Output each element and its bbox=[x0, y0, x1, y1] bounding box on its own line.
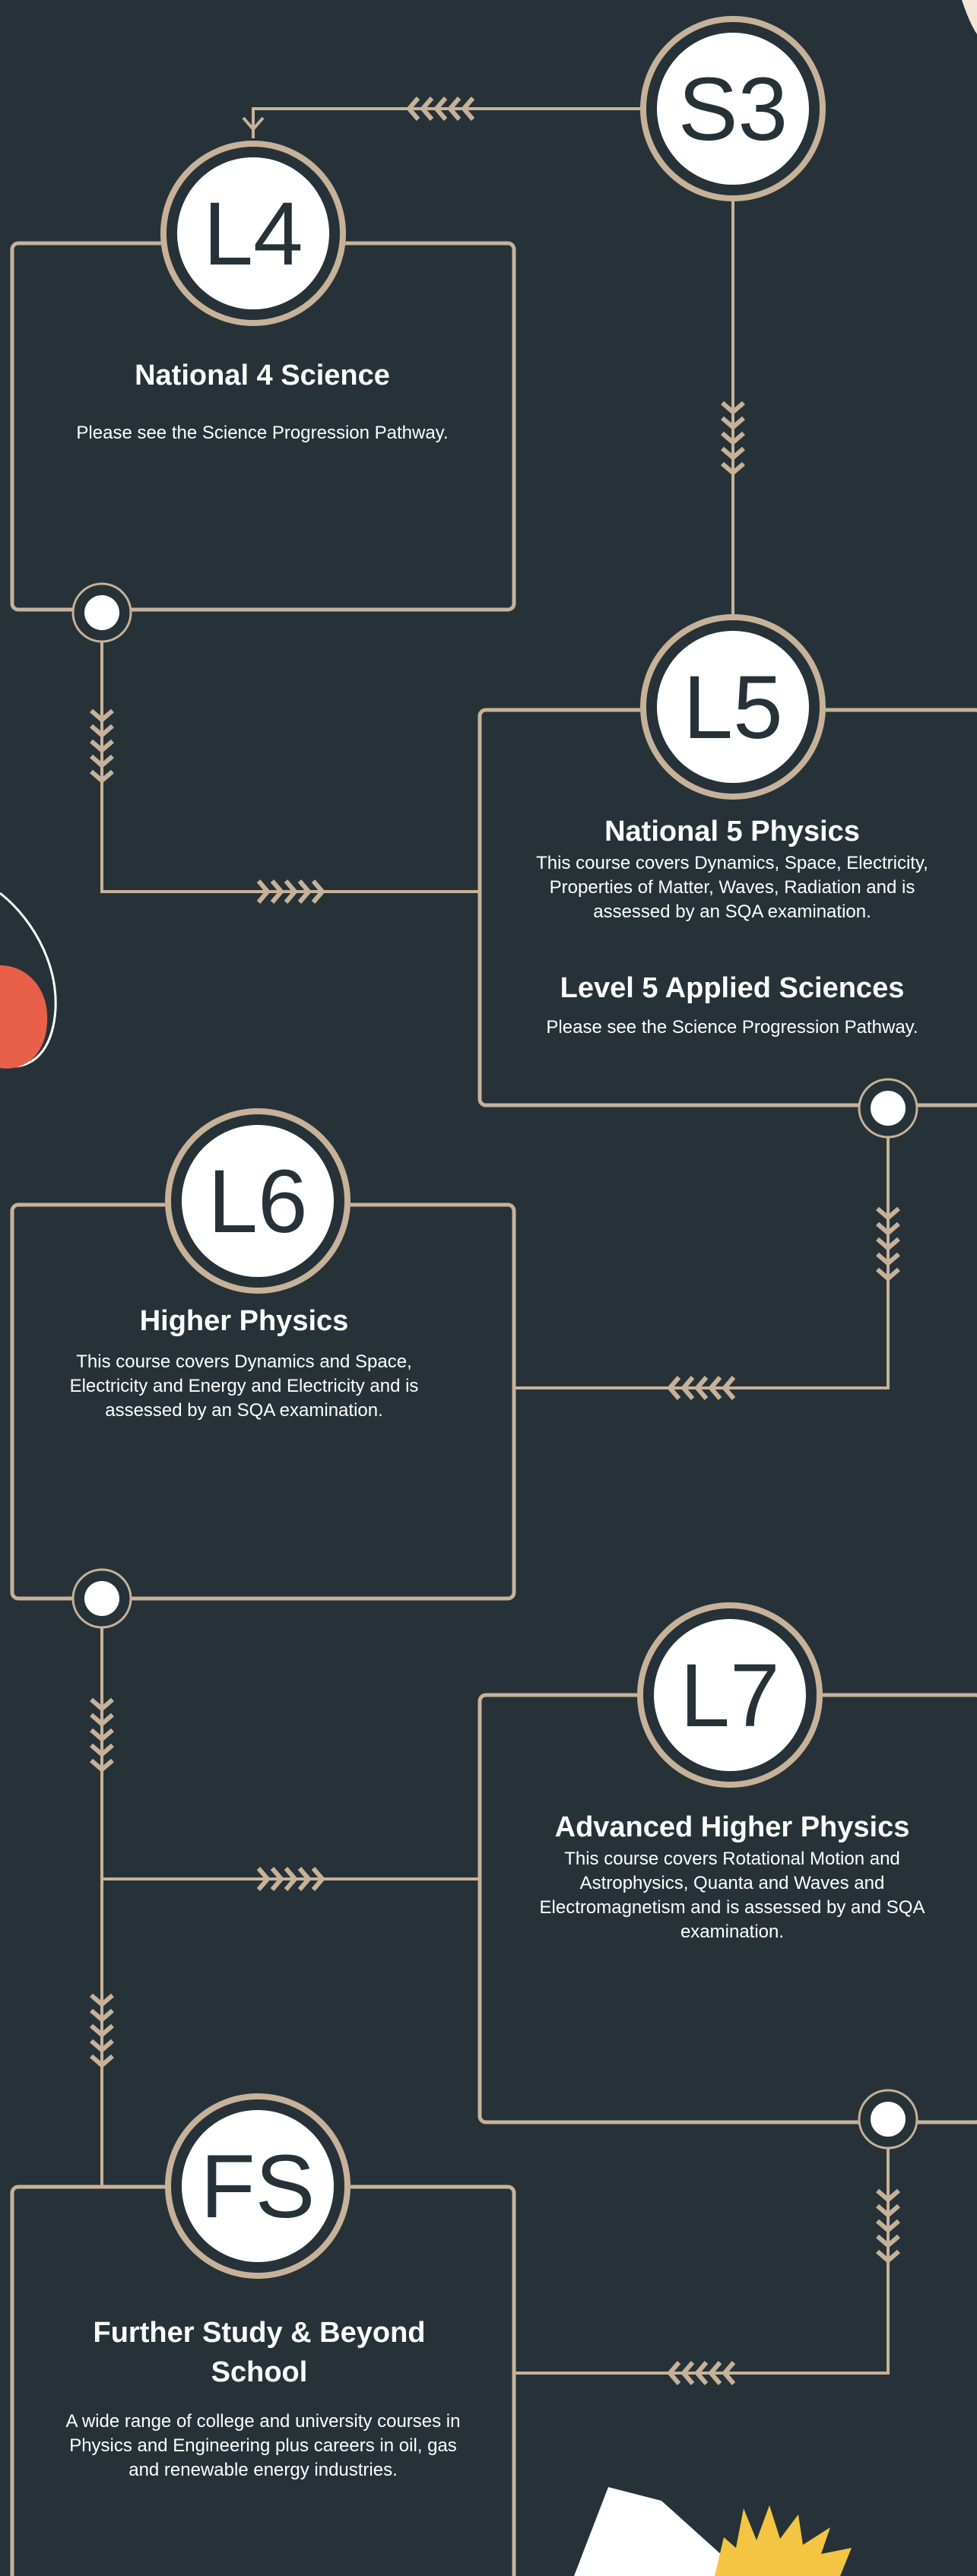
node-l5-bottom bbox=[858, 1078, 918, 1139]
stage-title-l4: National 4 Science bbox=[135, 360, 390, 391]
chevrons-right-icon bbox=[256, 879, 325, 904]
chevrons-down-icon bbox=[876, 2188, 900, 2264]
badge-l4: L4 bbox=[160, 141, 346, 326]
chevrons-right-icon bbox=[256, 1867, 325, 1891]
node-l6-bottom bbox=[71, 1568, 132, 1629]
stage-description-l5: This course covers Dynamics, Space, Elec… bbox=[536, 853, 928, 922]
bottom-yellow-starburst bbox=[715, 2505, 852, 2576]
badge-l6: L6 bbox=[165, 1108, 351, 1294]
badge-s3-label: S3 bbox=[678, 59, 788, 160]
chevrons-left-icon bbox=[406, 97, 475, 121]
chevrons-down-icon bbox=[721, 401, 745, 476]
badge-l5: L5 bbox=[640, 614, 826, 800]
connector-l7-to-fs bbox=[514, 2119, 890, 2375]
stage-description-fs: A wide range of college and university c… bbox=[65, 2411, 461, 2480]
left-edge-orange-blob bbox=[0, 965, 48, 1069]
left-edge-outline-shape bbox=[0, 892, 57, 1068]
chevrons-down-icon bbox=[876, 1206, 900, 1282]
connector-s3-arrowhead bbox=[242, 116, 265, 132]
connector-s3-to-l4 bbox=[252, 107, 641, 138]
connector-l5-to-l6 bbox=[514, 1108, 890, 1389]
stage-description-l6: This course covers Dynamics and Space, E… bbox=[69, 1351, 419, 1421]
badge-l4-label: L4 bbox=[203, 184, 303, 284]
stage-badges: S3 L4 L5 L6 bbox=[160, 16, 826, 2279]
badge-fs-label: FS bbox=[201, 2137, 316, 2237]
node-l4-bottom bbox=[71, 582, 132, 643]
stage-description2-l5: Please see the Science Progression Pathw… bbox=[546, 1017, 918, 1038]
badge-l5-label: L5 bbox=[683, 657, 782, 758]
chevrons-left-icon bbox=[667, 2361, 736, 2385]
badge-s3: S3 bbox=[640, 16, 826, 201]
stage-title-l6: Higher Physics bbox=[139, 1305, 349, 1337]
stage-title-l7: Advanced Higher Physics bbox=[554, 1811, 910, 1843]
chevrons-down-icon bbox=[90, 1993, 114, 2068]
badge-fs: FS bbox=[165, 2093, 351, 2279]
badge-l6-label: L6 bbox=[208, 1152, 307, 1252]
bottom-white-shape bbox=[574, 2487, 745, 2576]
connection-nodes bbox=[71, 582, 918, 2150]
chevrons-down-icon bbox=[90, 708, 114, 784]
chevron-markers bbox=[90, 97, 900, 2385]
chevrons-left-icon bbox=[667, 1376, 736, 1400]
stage-title-l5: National 5 Physics bbox=[604, 816, 860, 848]
connector-l4-to-l5 bbox=[100, 613, 480, 893]
stage-title2-l5: Level 5 Applied Sciences bbox=[560, 972, 905, 1004]
badge-l7-label: L7 bbox=[680, 1646, 779, 1746]
connector-lines bbox=[100, 107, 890, 2375]
node-l7-bottom bbox=[858, 2089, 918, 2150]
stage-description-l4: Please see the Science Progression Pathw… bbox=[76, 423, 449, 443]
badge-l7: L7 bbox=[637, 1602, 823, 1788]
chevrons-down-icon bbox=[90, 1697, 114, 1773]
stage-title-fs: Further Study & Beyond School bbox=[93, 2317, 426, 2388]
stage-description-l7: This course covers Rotational Motion and… bbox=[539, 1849, 925, 1942]
top-right-corner-shape bbox=[962, 0, 977, 34]
